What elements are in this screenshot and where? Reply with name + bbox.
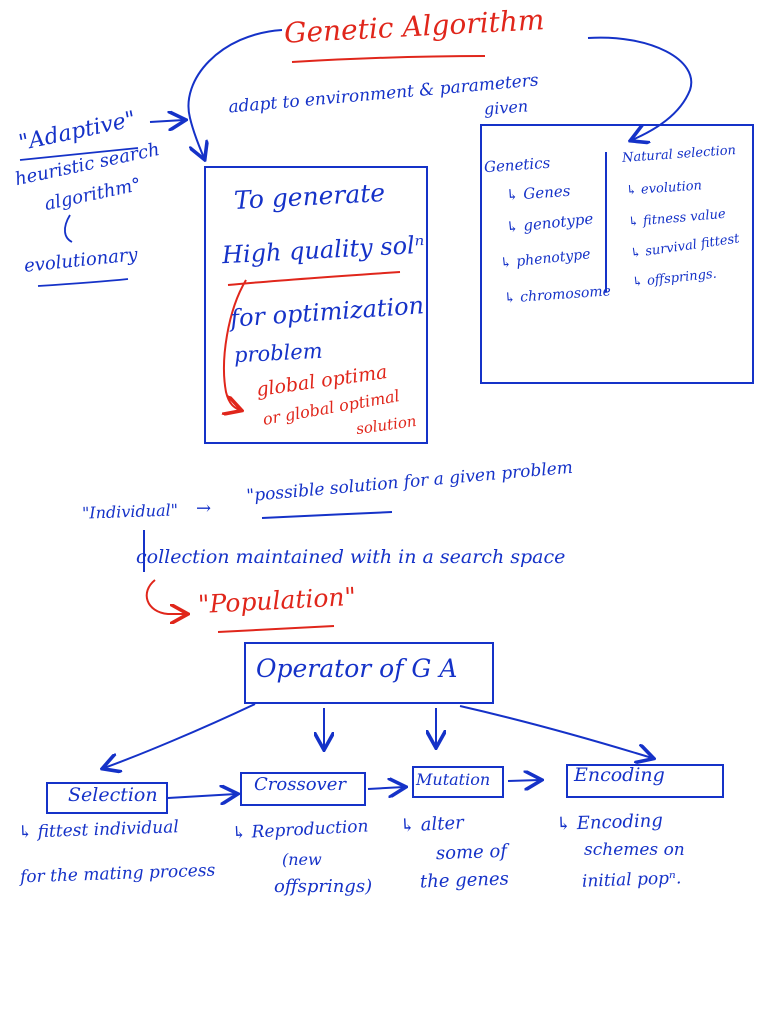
individual-arrow: → [196, 498, 212, 519]
crossover-label: Crossover [254, 774, 346, 795]
crossover-box [240, 772, 366, 806]
op-to-encoding-arrow [459, 705, 652, 758]
op-to-selection-arrow [104, 703, 256, 768]
individual-definition: "possible solution for a given problem [245, 457, 574, 507]
mutation-box [412, 766, 504, 798]
crossover-desc-2: (new [282, 850, 322, 869]
encoding-desc-1: ↳ Encoding [555, 810, 664, 835]
selection-box [46, 782, 168, 814]
operators-box [244, 642, 494, 704]
mutation-label: Mutation [416, 770, 491, 789]
possible-solution-underline [261, 511, 393, 519]
crossover-desc-1: ↳ Reproduction [231, 816, 369, 844]
genetics-box [480, 124, 754, 384]
page-title: Genetic Algorithm [283, 3, 546, 50]
subtitle-line-2: given [483, 96, 529, 119]
encoding-desc-2: schemes on [584, 840, 685, 860]
population-underline [217, 625, 335, 633]
heuristic-connector [64, 214, 73, 243]
encoding-desc-3: initial popⁿ. [581, 868, 682, 892]
crossover-to-mutation-arrow [367, 787, 404, 789]
mutation-desc-1: ↳ alter [399, 812, 465, 837]
mutation-desc-3: the genes [419, 868, 510, 893]
collection-text: collection maintained with in a search s… [136, 546, 566, 568]
selection-desc-2: for the mating process [19, 860, 216, 888]
evolutionary-label: evolutionary [23, 244, 139, 277]
encoding-box [566, 764, 724, 798]
population-label: "Population" [197, 581, 357, 620]
adaptive-arrow [149, 120, 184, 122]
operators-box-label: Operator of G A [256, 654, 458, 683]
selection-to-crossover-arrow [167, 794, 236, 798]
mutation-desc-2: some of [435, 840, 508, 865]
goal-box [204, 166, 428, 444]
individual-label: "Individual" [81, 500, 179, 523]
encoding-label: Encoding [574, 764, 665, 786]
mutation-to-encoding-arrow [507, 780, 540, 781]
title-underline [291, 55, 486, 63]
heuristic-line-2: algorithm° [42, 174, 144, 215]
selection-desc-1: ↳ fittest individual [17, 817, 180, 843]
selection-label: Selection [68, 784, 158, 806]
crossover-desc-3: offsprings) [274, 876, 373, 897]
goal-line-4: problem [233, 338, 324, 368]
evolutionary-underline [37, 278, 129, 287]
population-arrow [145, 579, 186, 614]
